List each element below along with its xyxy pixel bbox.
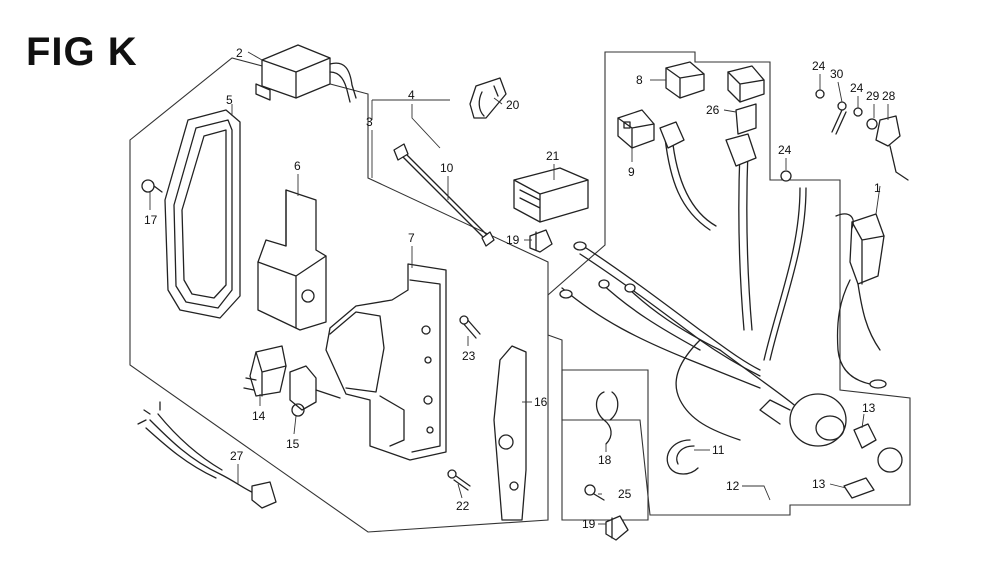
part-18-cable-strap: [595, 391, 619, 445]
part-24-washer-c: [780, 170, 792, 182]
part-23-bolt: [459, 315, 481, 339]
callout-5: 5: [226, 93, 233, 107]
callout-24-b: 24: [850, 81, 864, 95]
part-19-clamp-upper: [529, 229, 553, 253]
callout-4: 4: [408, 88, 415, 102]
part-26-fuse-cap: [727, 65, 765, 135]
part-16-plate: [493, 345, 527, 521]
part-28-sensor: [875, 115, 909, 181]
part-13-key-a: [853, 423, 903, 473]
callout-12: 12: [726, 479, 740, 493]
callout-20: 20: [506, 98, 520, 112]
callout-19-lower: 19: [582, 517, 596, 531]
part-13-ignition-switch: [759, 393, 847, 447]
part-20-clip: [469, 77, 507, 119]
callout-7: 7: [408, 231, 415, 245]
figure-title: FIG K: [26, 30, 138, 74]
part-1-sensor-unit: [835, 213, 887, 389]
callout-24-c: 24: [778, 143, 792, 157]
part-7-mounting-plate: [325, 263, 447, 461]
callout-1: 1: [874, 181, 881, 195]
part-22-bolt: [447, 469, 471, 491]
part-11-grommet: [666, 439, 699, 475]
callout-19-upper: 19: [506, 233, 520, 247]
callout-30: 30: [830, 67, 844, 81]
part-15-switch: [289, 365, 341, 417]
callout-9: 9: [628, 165, 635, 179]
callout-16: 16: [534, 395, 548, 409]
callout-26: 26: [706, 103, 720, 117]
callout-18: 18: [598, 453, 612, 467]
callout-28: 28: [882, 89, 896, 103]
callout-21: 21: [546, 149, 560, 163]
part-24-washer-b: [853, 107, 863, 117]
part-8-relay: [665, 61, 705, 99]
callout-6: 6: [294, 159, 301, 173]
part-21-fuse-holder: [513, 167, 589, 223]
callout-2: 2: [236, 46, 243, 60]
callout-10: 10: [440, 161, 454, 175]
part-19-clamp-lower: [605, 515, 629, 541]
part-24-washer-a: [815, 89, 825, 99]
part-6-bracket: [257, 189, 327, 331]
part-13-key-b: [843, 477, 875, 499]
callout-3: 3: [366, 115, 373, 129]
part-10-harness-rod: [393, 143, 495, 247]
callout-8: 8: [636, 73, 643, 87]
callout-14: 14: [252, 409, 266, 423]
callout-13-a: 13: [862, 401, 876, 415]
part-12-main-harness: [559, 121, 807, 441]
part-5-panel-cover: [164, 109, 241, 319]
part-29-nut: [866, 118, 878, 130]
part-2-control-unit: [255, 44, 357, 103]
part-30-bolt: [831, 101, 847, 135]
group-outline-right: [547, 51, 911, 516]
part-27-wire-harness: [137, 401, 277, 509]
callout-27: 27: [230, 449, 244, 463]
callout-15: 15: [286, 437, 300, 451]
callout-25: 25: [618, 487, 632, 501]
callout-17: 17: [144, 213, 158, 227]
part-25-screw: [584, 484, 605, 501]
callout-24-a: 24: [812, 59, 826, 73]
part-17-screw: [141, 179, 163, 193]
callout-13-b: 13: [812, 477, 826, 491]
part-14-relay: [243, 345, 287, 397]
callout-23: 23: [462, 349, 476, 363]
callout-11: 11: [712, 443, 725, 457]
callout-22: 22: [456, 499, 470, 513]
callout-29: 29: [866, 89, 880, 103]
part-9-connector: [617, 109, 655, 149]
group-outline-clips: [561, 369, 649, 521]
leader-lines: [149, 51, 889, 525]
